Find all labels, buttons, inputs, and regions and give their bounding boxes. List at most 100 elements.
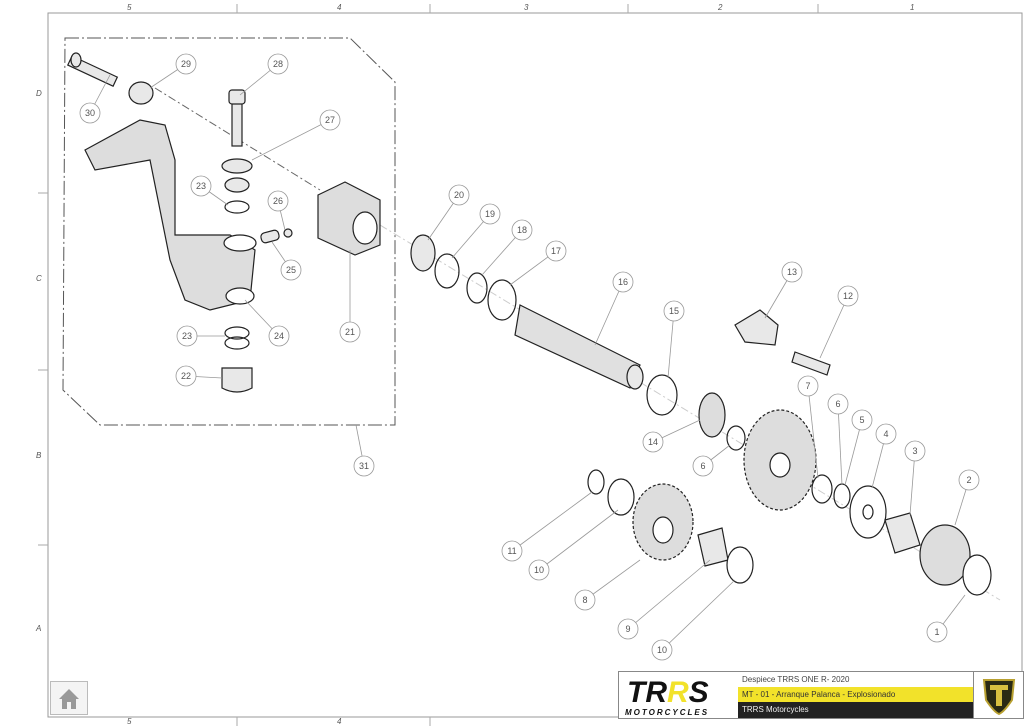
callout-number: 25 bbox=[286, 265, 296, 275]
callout-circle bbox=[851, 409, 873, 431]
callout-number: 17 bbox=[551, 246, 561, 256]
callout-circle bbox=[642, 431, 664, 453]
leader-line bbox=[594, 281, 624, 346]
part-9-bearing bbox=[697, 527, 729, 567]
callout-circle bbox=[827, 393, 849, 415]
part-27-seal bbox=[224, 177, 250, 193]
leader-line bbox=[251, 119, 331, 161]
part-10-washer-b bbox=[726, 546, 754, 584]
row-label: A bbox=[35, 624, 41, 633]
callout-circle bbox=[617, 618, 639, 640]
callout-16: 16 bbox=[594, 271, 634, 346]
callout-9: 9 bbox=[617, 559, 711, 640]
callout-15: 15 bbox=[663, 300, 685, 379]
callout-29: 29 bbox=[149, 53, 197, 89]
part-26-ball bbox=[283, 228, 293, 238]
svg-text:TRRS: TRRS bbox=[627, 676, 709, 709]
part-19-ring bbox=[434, 253, 460, 289]
callout-number: 23 bbox=[182, 331, 192, 341]
callout-4: 4 bbox=[871, 423, 897, 489]
callout-number: 12 bbox=[843, 291, 853, 301]
callout-25: 25 bbox=[271, 241, 302, 281]
parts bbox=[66, 52, 992, 596]
part-13-stopper bbox=[734, 309, 779, 346]
callout-number: 29 bbox=[181, 59, 191, 69]
part-23-oring bbox=[224, 200, 250, 214]
callout-27: 27 bbox=[251, 109, 341, 161]
home-button[interactable] bbox=[50, 681, 88, 715]
callout-circle bbox=[176, 325, 198, 347]
callout-19: 19 bbox=[451, 203, 501, 259]
callout-18: 18 bbox=[481, 219, 533, 276]
callout-circle bbox=[353, 455, 375, 477]
callout-circle bbox=[875, 423, 897, 445]
part-10-washer bbox=[607, 478, 635, 516]
callout-number: 24 bbox=[274, 331, 284, 341]
callout-1: 1 bbox=[926, 594, 966, 643]
column-label: 3 bbox=[524, 3, 529, 12]
callout-21: 21 bbox=[339, 250, 361, 343]
callout-circle bbox=[190, 175, 212, 197]
callout-number: 22 bbox=[181, 371, 191, 381]
callout-circle bbox=[651, 639, 673, 661]
callout-number: 7 bbox=[805, 381, 810, 391]
svg-text:MOTORCYCLES: MOTORCYCLES bbox=[625, 708, 709, 717]
leader-line bbox=[584, 559, 641, 601]
column-label: 5 bbox=[127, 717, 132, 726]
drawing-title: MT - 01 - Arranque Palanca - Explosionad… bbox=[738, 687, 973, 702]
callout-number: 21 bbox=[345, 327, 355, 337]
callout-number: 15 bbox=[669, 306, 679, 316]
part-29-bushing bbox=[128, 81, 154, 105]
callout-circle bbox=[926, 621, 948, 643]
row-label: C bbox=[36, 274, 42, 283]
part-2-gear bbox=[919, 524, 971, 586]
callout-number: 27 bbox=[325, 115, 335, 125]
callout-number: 19 bbox=[485, 209, 495, 219]
callout-circle bbox=[692, 455, 714, 477]
callout-31: 31 bbox=[353, 424, 375, 477]
zone-ticks bbox=[38, 4, 819, 726]
leader-line bbox=[844, 419, 863, 486]
callout-3: 3 bbox=[904, 440, 926, 516]
callout-10: 10 bbox=[528, 509, 619, 581]
callout-6: 6 bbox=[692, 444, 731, 477]
callout-number: 13 bbox=[787, 267, 797, 277]
callout-30: 30 bbox=[79, 74, 111, 124]
callout-circle bbox=[837, 285, 859, 307]
callout-24: 24 bbox=[244, 299, 290, 347]
callout-circle bbox=[79, 102, 101, 124]
leader-line bbox=[511, 491, 593, 552]
callout-12: 12 bbox=[819, 285, 859, 359]
callout-number: 26 bbox=[273, 196, 283, 206]
part-28-bolt bbox=[228, 89, 246, 147]
callout-circle bbox=[479, 203, 501, 225]
callout-number: 6 bbox=[835, 399, 840, 409]
callout-number: 9 bbox=[625, 624, 630, 634]
column-label: 1 bbox=[910, 3, 914, 12]
column-label: 4 bbox=[337, 717, 342, 726]
leader-line bbox=[627, 559, 711, 630]
callout-28: 28 bbox=[239, 53, 289, 96]
callout-2: 2 bbox=[954, 469, 980, 526]
lever-bore bbox=[223, 234, 257, 252]
part-23-oring-b bbox=[224, 336, 250, 350]
part-12-bolt bbox=[791, 351, 831, 376]
leader-line bbox=[538, 509, 619, 571]
callout-circle bbox=[267, 190, 289, 212]
callout-circle bbox=[511, 219, 533, 241]
part-11-circlip bbox=[587, 469, 605, 495]
callout-number: 1 bbox=[934, 627, 939, 637]
part-16-shaft bbox=[514, 304, 644, 390]
part-30-pin bbox=[66, 52, 119, 87]
column-label: 4 bbox=[337, 3, 342, 12]
part-20-seal bbox=[410, 234, 436, 272]
callout-number: 31 bbox=[359, 461, 369, 471]
part-21-spline bbox=[352, 211, 378, 245]
leader-line bbox=[819, 295, 849, 359]
callout-20: 20 bbox=[427, 184, 470, 241]
callout-number: 8 bbox=[582, 595, 587, 605]
callout-6: 6 bbox=[827, 393, 849, 486]
callout-circle bbox=[797, 375, 819, 397]
callout-number: 2 bbox=[966, 475, 971, 485]
column-label: 2 bbox=[717, 3, 723, 12]
